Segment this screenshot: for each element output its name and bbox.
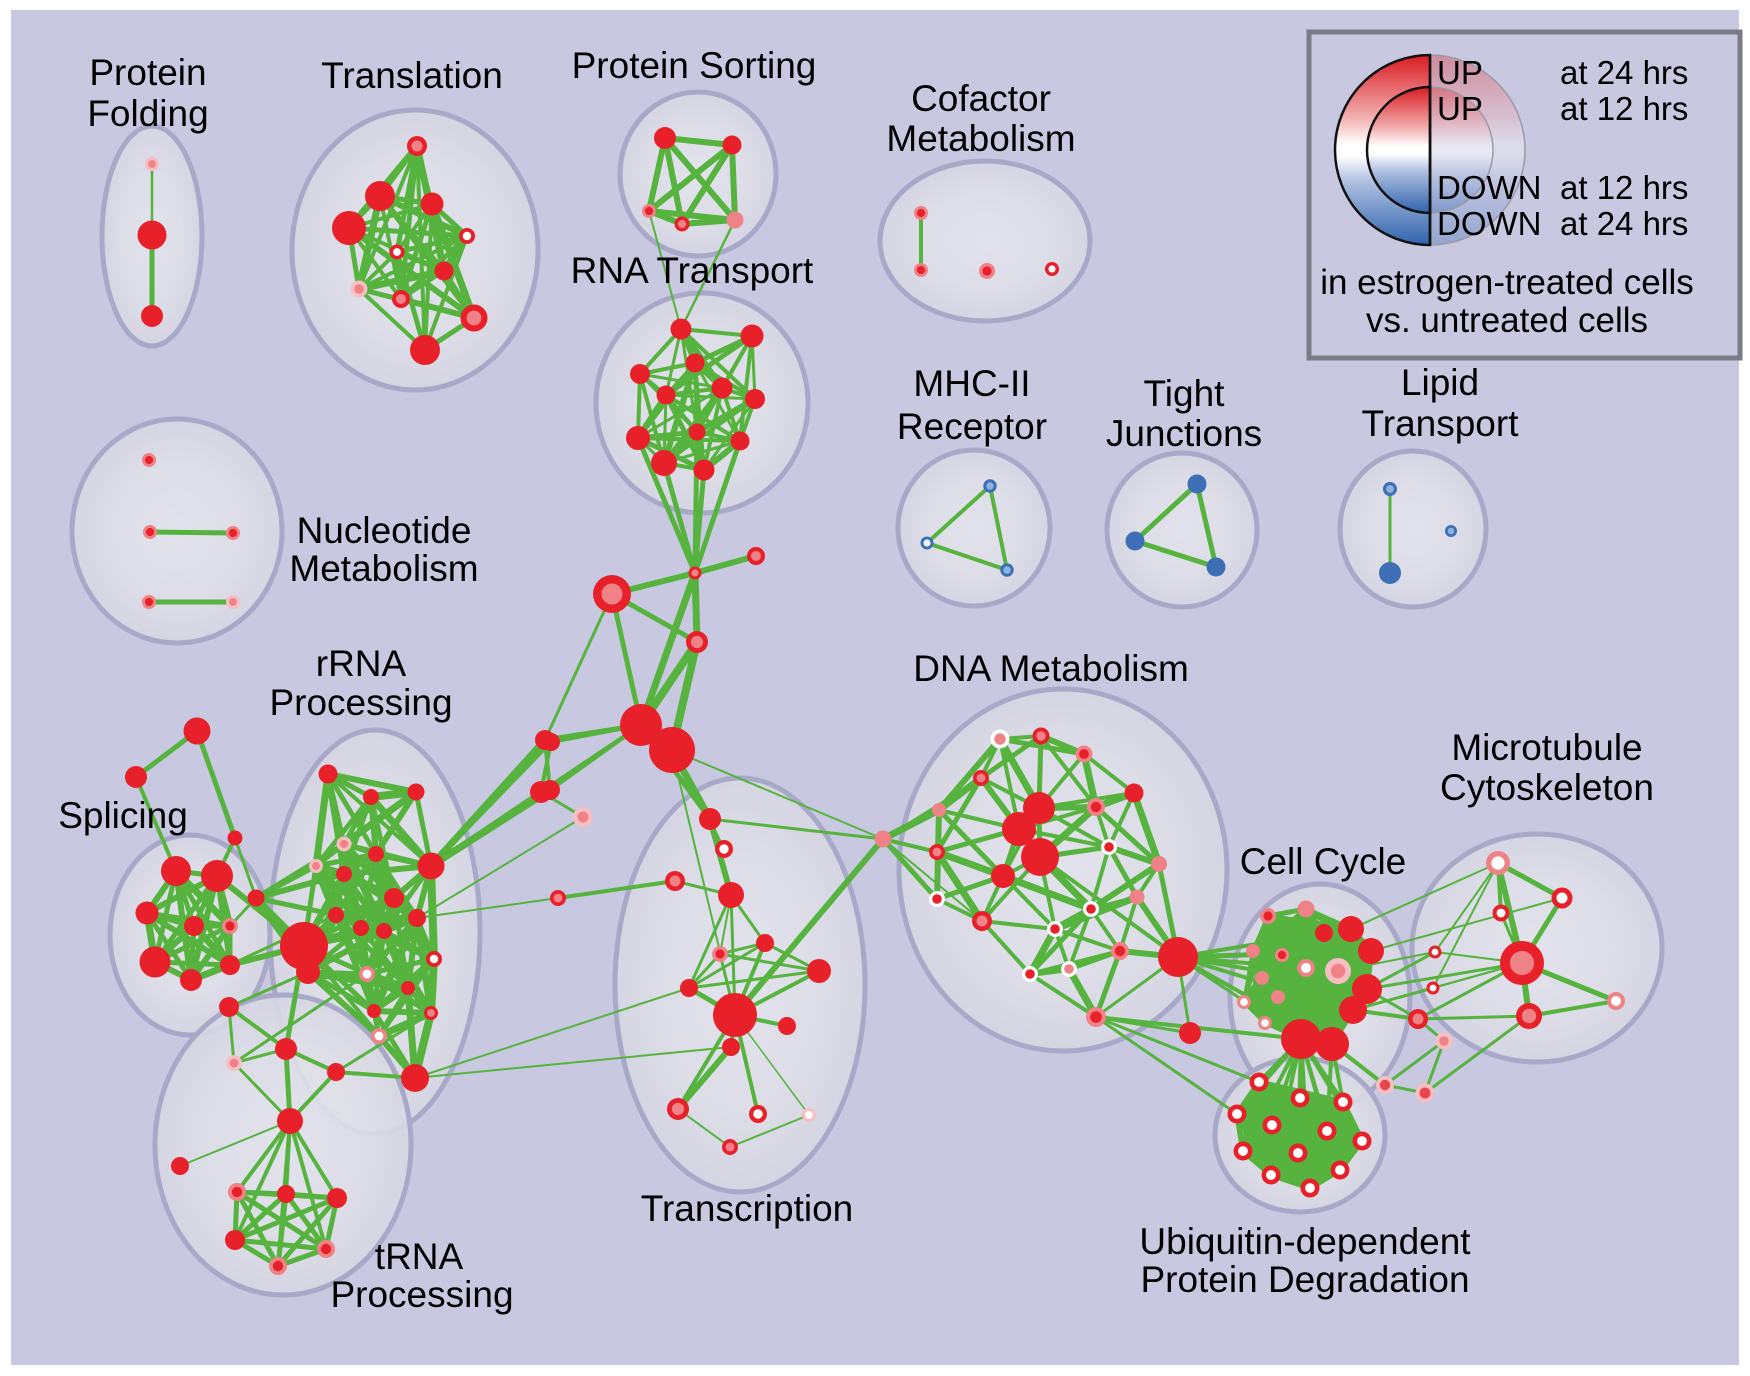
svg-text:Splicing: Splicing [58,795,188,836]
svg-text:UP: UP [1437,90,1483,127]
svg-text:UP: UP [1437,54,1483,91]
svg-text:Microtubule: Microtubule [1451,727,1642,768]
svg-text:Cell Cycle: Cell Cycle [1240,841,1407,882]
svg-text:Processing: Processing [269,682,452,723]
svg-text:Nucleotide: Nucleotide [297,510,472,551]
svg-text:Junctions: Junctions [1106,413,1262,454]
svg-text:Protein Degradation: Protein Degradation [1140,1259,1469,1300]
svg-text:Transport: Transport [1362,403,1520,444]
svg-text:Processing: Processing [330,1274,513,1315]
svg-text:vs. untreated cells: vs. untreated cells [1366,301,1648,340]
svg-text:Receptor: Receptor [897,406,1047,447]
svg-text:RNA Transport: RNA Transport [571,250,814,291]
svg-text:Cofactor: Cofactor [911,78,1051,119]
svg-text:DNA Metabolism: DNA Metabolism [913,648,1189,689]
svg-text:Tight: Tight [1144,373,1226,414]
svg-text:Translation: Translation [321,55,503,96]
svg-text:Ubiquitin-dependent: Ubiquitin-dependent [1139,1221,1471,1262]
svg-text:DOWN: DOWN [1437,169,1541,206]
svg-text:Lipid: Lipid [1401,362,1479,403]
svg-text:Cytoskeleton: Cytoskeleton [1440,767,1654,808]
svg-text:at 24 hrs: at 24 hrs [1560,54,1688,91]
svg-text:tRNA: tRNA [375,1236,464,1277]
svg-text:at 12 hrs: at 12 hrs [1560,169,1688,206]
svg-text:Folding: Folding [87,93,208,134]
svg-text:at 24 hrs: at 24 hrs [1560,205,1688,242]
svg-text:Metabolism: Metabolism [886,118,1075,159]
svg-text:rRNA: rRNA [316,643,407,684]
svg-text:DOWN: DOWN [1437,205,1541,242]
svg-text:MHC-II: MHC-II [913,363,1030,404]
svg-text:Metabolism: Metabolism [289,548,478,589]
svg-text:Protein Sorting: Protein Sorting [572,45,817,86]
svg-text:Transcription: Transcription [641,1188,853,1229]
svg-text:at 12 hrs: at 12 hrs [1560,90,1688,127]
svg-text:in estrogen-treated cells: in estrogen-treated cells [1320,263,1694,302]
svg-text:Protein: Protein [89,52,206,93]
